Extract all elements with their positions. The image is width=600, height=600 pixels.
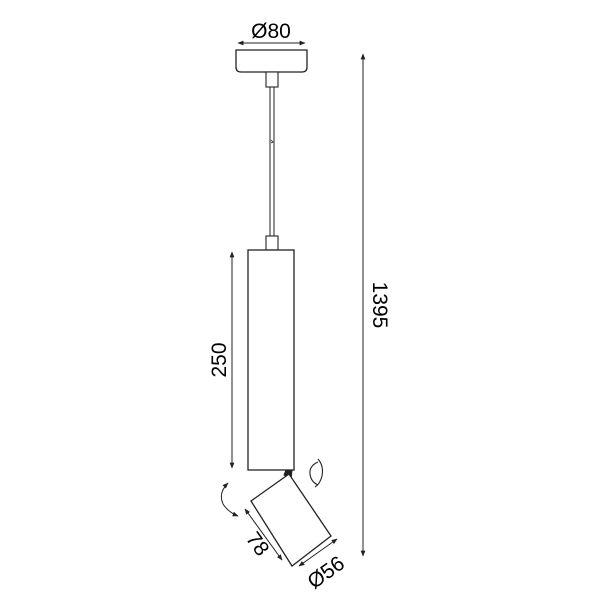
tilt-arrow-icon bbox=[220, 482, 239, 517]
lamp-body bbox=[247, 249, 295, 471]
rotate-arrow-icon bbox=[309, 458, 324, 488]
canopy-diameter-label: Ø80 bbox=[251, 20, 291, 43]
canopy-diameter-dimension: Ø80 bbox=[237, 20, 306, 46]
body-length-dimension: 250 bbox=[208, 251, 235, 469]
total-height-dimension: 1395 bbox=[360, 53, 391, 557]
canopy bbox=[235, 49, 308, 73]
body-length-label: 250 bbox=[208, 342, 231, 377]
total-height-label: 1395 bbox=[368, 282, 391, 329]
suspension-cord bbox=[265, 71, 279, 251]
head-length-label: 78 bbox=[241, 528, 273, 560]
